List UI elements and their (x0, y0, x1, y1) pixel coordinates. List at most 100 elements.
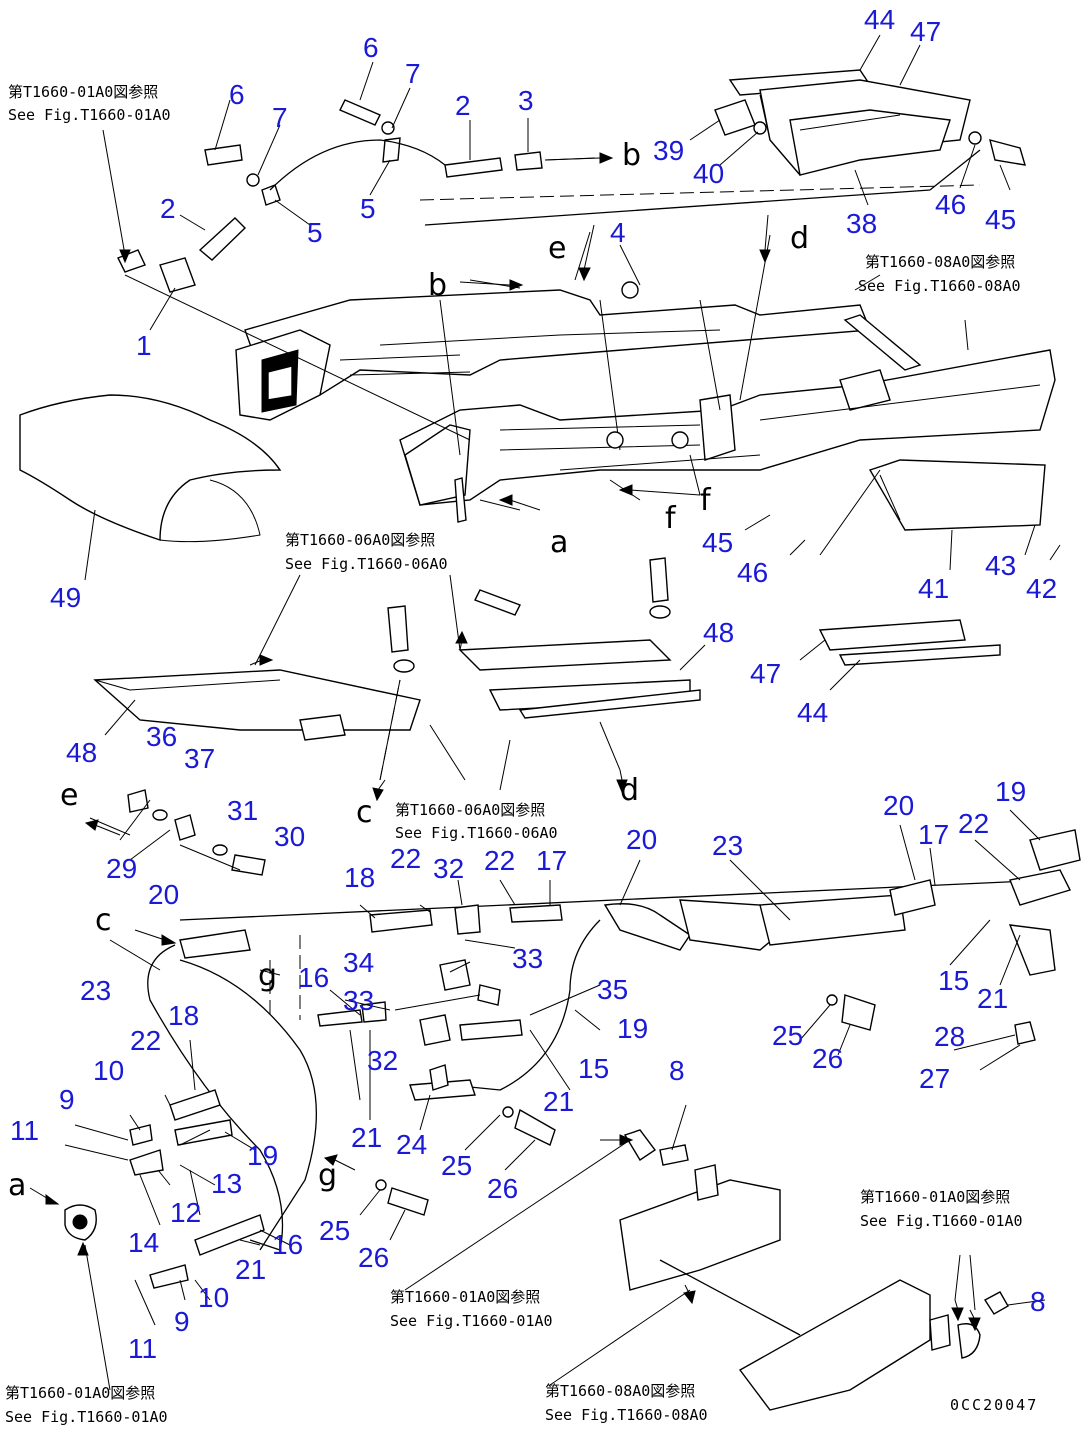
arrow-label-b: b (622, 138, 641, 173)
ref-note-en: See Fig.T1660-08A0 (545, 1406, 708, 1424)
callout-number: 19 (617, 1013, 648, 1044)
callout-number: 18 (344, 862, 375, 893)
ref-note-en: See Fig.T1660-06A0 (285, 555, 448, 573)
callout-number: 26 (358, 1242, 389, 1273)
ref-note-en: See Fig.T1660-01A0 (8, 106, 171, 124)
callout-number: 36 (146, 721, 177, 752)
callout-number: 11 (10, 1115, 39, 1146)
callout-number: 32 (433, 853, 464, 884)
callout-number: 11 (128, 1333, 157, 1364)
arrow-label-g: g (258, 958, 277, 993)
callout-number: 19 (247, 1140, 278, 1171)
ref-note-jp: 第T1660-01A0図参照 (860, 1188, 1010, 1206)
arrow-label-c: c (356, 795, 373, 830)
ref-note-jp: 第T1660-01A0図参照 (390, 1288, 540, 1306)
callout-number: 20 (148, 879, 179, 910)
callout-number: 28 (934, 1021, 965, 1052)
hose-harness (64, 789, 1081, 1289)
ref-note-jp: 第T1660-08A0図参照 (545, 1382, 695, 1400)
arrow-label-f: f (665, 501, 677, 536)
callout-number: 25 (772, 1020, 803, 1051)
callout-number: 17 (536, 845, 567, 876)
callout-number: 31 (227, 795, 258, 826)
top-left-parts (117, 99, 543, 293)
callout-number: 21 (235, 1254, 266, 1285)
top-cover-assembly (714, 69, 1026, 176)
ref-note-en: See Fig.T1660-06A0 (395, 824, 558, 842)
callout-number: 27 (919, 1063, 950, 1094)
callout-number: 35 (597, 974, 628, 1005)
callout-number: 6 (363, 32, 379, 63)
callout-number: 38 (846, 208, 877, 239)
callout-number: 5 (307, 217, 323, 248)
arrow-label-d: d (620, 773, 639, 808)
callout-number: 39 (653, 135, 684, 166)
ref-note-jp: 第T1660-08A0図参照 (865, 253, 1015, 271)
ref-note-en: See Fig.T1660-08A0 (858, 277, 1021, 295)
callout-number: 13 (211, 1168, 242, 1199)
callout-number: 20 (883, 790, 914, 821)
arrow-label-a: a (8, 1168, 26, 1203)
callout-number: 43 (985, 550, 1016, 581)
callout-number: 21 (543, 1086, 574, 1117)
callout-number: 9 (174, 1306, 190, 1337)
callout-number: 3 (518, 85, 534, 116)
callout-numbers: 1 2 2 3 4 5 5 6 6 7 7 8 8 9 9 10 10 11 1… (10, 4, 1057, 1364)
ref-note-en: See Fig.T1660-01A0 (5, 1408, 168, 1426)
callout-number: 47 (910, 16, 941, 47)
callout-number: 19 (995, 776, 1026, 807)
ref-note-en: See Fig.T1660-01A0 (860, 1212, 1023, 1230)
callout-number: 33 (343, 985, 374, 1016)
ref-note-jp: 第T1660-06A0図参照 (285, 531, 435, 549)
callout-number: 42 (1026, 573, 1057, 604)
callout-number: 9 (59, 1084, 75, 1115)
callout-number: 5 (360, 193, 376, 224)
callout-number: 45 (985, 204, 1016, 235)
callout-number: 16 (298, 962, 329, 993)
callout-number: 12 (170, 1197, 201, 1228)
ref-note-jp: 第T1660-01A0図参照 (8, 83, 158, 101)
direction-arrows (29, 152, 981, 1332)
callout-number: 41 (918, 573, 949, 604)
callout-number: 49 (50, 582, 81, 613)
callout-number: 15 (938, 965, 969, 996)
ref-note-jp: 第T1660-06A0図参照 (395, 801, 545, 819)
callout-number: 29 (106, 853, 137, 884)
ref-note-en: See Fig.T1660-01A0 (390, 1312, 553, 1330)
arrow-label-g: g (318, 1158, 337, 1193)
callout-number: 4 (610, 217, 626, 248)
callout-number: 37 (184, 743, 215, 774)
callout-number: 14 (128, 1227, 159, 1258)
callout-number: 25 (319, 1215, 350, 1246)
callout-number: 46 (935, 189, 966, 220)
callout-number: 44 (864, 4, 895, 35)
callout-number: 40 (693, 158, 724, 189)
callout-number: 30 (274, 821, 305, 852)
callout-number: 25 (441, 1150, 472, 1181)
callout-number: 24 (396, 1129, 427, 1160)
callout-number: 7 (405, 58, 421, 89)
callout-number: 44 (797, 697, 828, 728)
callout-number: 47 (750, 658, 781, 689)
callout-number: 21 (977, 983, 1008, 1014)
callout-number: 48 (66, 737, 97, 768)
callout-number: 18 (168, 1000, 199, 1031)
callout-number: 34 (343, 947, 374, 978)
ref-note-jp: 第T1660-01A0図参照 (5, 1384, 155, 1402)
arrow-label-e: e (548, 231, 566, 266)
callout-number: 22 (484, 845, 515, 876)
callout-number: 2 (455, 90, 471, 121)
middle-plates (93, 557, 1001, 741)
callout-number: 23 (80, 975, 111, 1006)
callout-number: 32 (367, 1045, 398, 1076)
callout-number: 26 (812, 1043, 843, 1074)
callout-number: 22 (958, 808, 989, 839)
callout-number: 33 (512, 943, 543, 974)
callout-number: 6 (229, 79, 245, 110)
arrow-label-d: d (790, 221, 809, 256)
callout-number: 22 (130, 1025, 161, 1056)
diagram-code: 0CC20047 (950, 1396, 1038, 1414)
arrow-label-f: f (700, 483, 712, 518)
callout-number: 46 (737, 557, 768, 588)
